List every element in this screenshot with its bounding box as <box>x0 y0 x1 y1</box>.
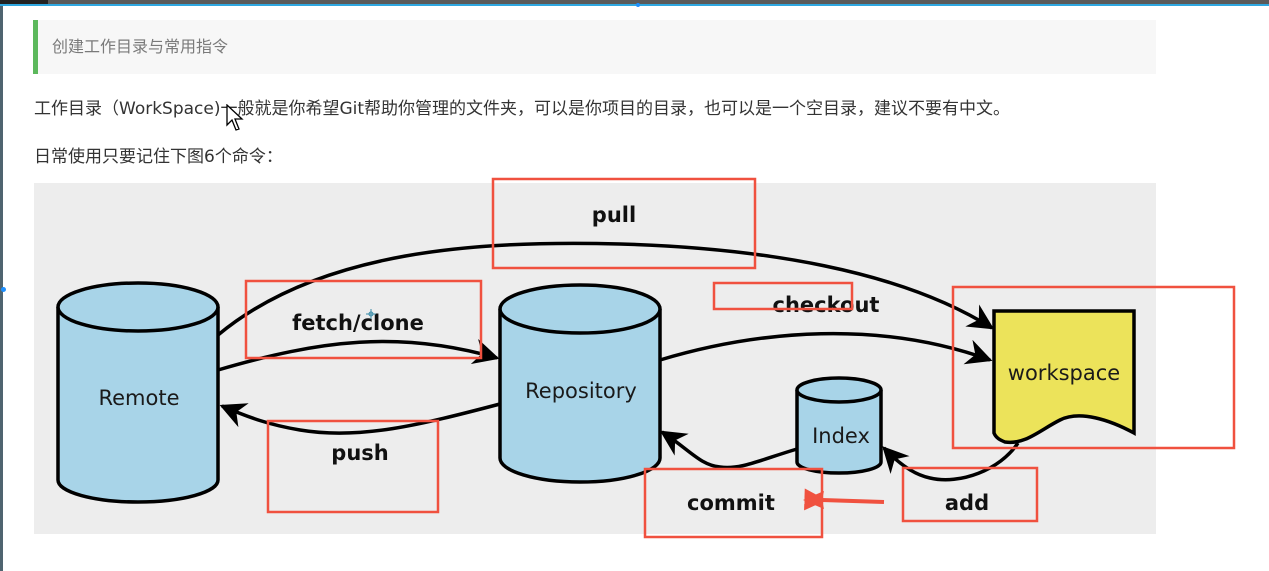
remote-label: Remote <box>98 386 179 410</box>
add-arrow <box>882 442 1020 482</box>
crosshair-cursor-icon <box>366 309 376 319</box>
push-arrow <box>219 402 501 435</box>
fetch-clone-highlight-box <box>244 279 483 360</box>
commit-label: commit <box>687 491 775 515</box>
repository-label: Repository <box>525 379 637 403</box>
checkout-label: checkout <box>773 293 880 317</box>
resize-handle-left[interactable] <box>1 287 6 292</box>
add-label: add <box>945 491 989 515</box>
pull-highlight-box <box>491 177 757 270</box>
index-label: Index <box>812 424 870 448</box>
commit-arrow <box>659 430 798 470</box>
annotation-arrow <box>804 488 885 511</box>
mouse-pointer-icon <box>226 104 244 131</box>
commands-intro: 日常使用只要记住下图6个命令： <box>34 147 283 167</box>
checkout-arrow <box>659 331 993 365</box>
section-heading: 创建工作目录与常用指令 <box>33 20 1156 74</box>
fetch-clone-arrow <box>217 339 500 372</box>
pull-arrow <box>216 241 995 337</box>
remote-node: Remote <box>56 281 220 504</box>
pull-label: pull <box>592 203 636 227</box>
window-top-bar <box>0 0 1269 4</box>
add-highlight-box <box>901 466 1039 523</box>
resize-handle-top[interactable] <box>636 3 640 7</box>
workspace-highlight-box <box>951 285 1236 450</box>
index-node: Index <box>795 376 883 475</box>
workspace-node: workspace <box>992 309 1136 445</box>
annotation-arrowhead <box>803 491 824 509</box>
selection-border-top <box>0 4 1269 6</box>
workspace-label: workspace <box>1008 361 1120 385</box>
window-top-bar-tab <box>0 0 48 4</box>
workspace-description: 工作目录（WorkSpace)一般就是你希望Git帮助你管理的文件夹，可以是你项… <box>34 99 1011 119</box>
checkout-highlight-box <box>712 281 854 311</box>
push-label: push <box>331 441 388 465</box>
repository-node: Repository <box>498 283 662 484</box>
push-highlight-box <box>266 419 440 514</box>
fetch-clone-label: fetch/clone <box>292 311 424 335</box>
